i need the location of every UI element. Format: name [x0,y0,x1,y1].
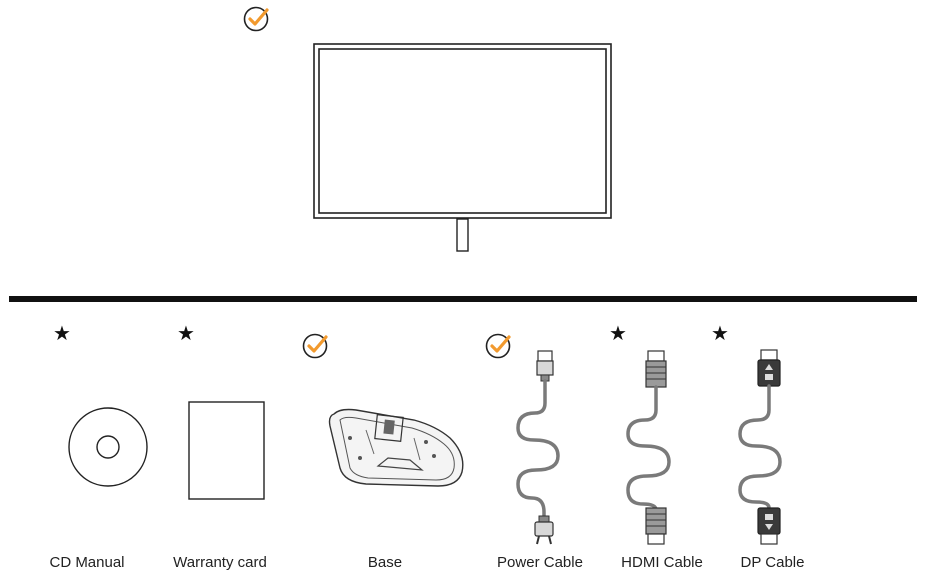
cd-icon [68,407,148,487]
item-label-hdmi-cable: HDMI Cable [621,554,703,571]
base-icon [328,408,464,487]
hdmi-cable-icon [626,350,671,545]
optional-star-icon: ★ [711,323,729,345]
item-label-cd-manual: CD Manual [49,554,125,571]
monitor-check-icon [243,6,269,32]
section-divider [9,296,917,302]
power-cable-icon [516,350,560,545]
warranty-card-icon [188,401,265,500]
item-label-power-cable: Power Cable [497,554,583,571]
optional-star-icon: ★ [609,323,627,345]
check-circle-icon [485,333,511,359]
optional-star-icon: ★ [53,323,71,345]
item-label-dp-cable: DP Cable [740,554,805,571]
monitor-illustration [313,43,612,252]
dp-cable-icon [738,349,782,545]
optional-star-icon: ★ [177,323,195,345]
item-label-warranty-card: Warranty card [173,554,267,571]
check-circle-icon [302,333,328,359]
item-label-base: Base [367,554,403,571]
